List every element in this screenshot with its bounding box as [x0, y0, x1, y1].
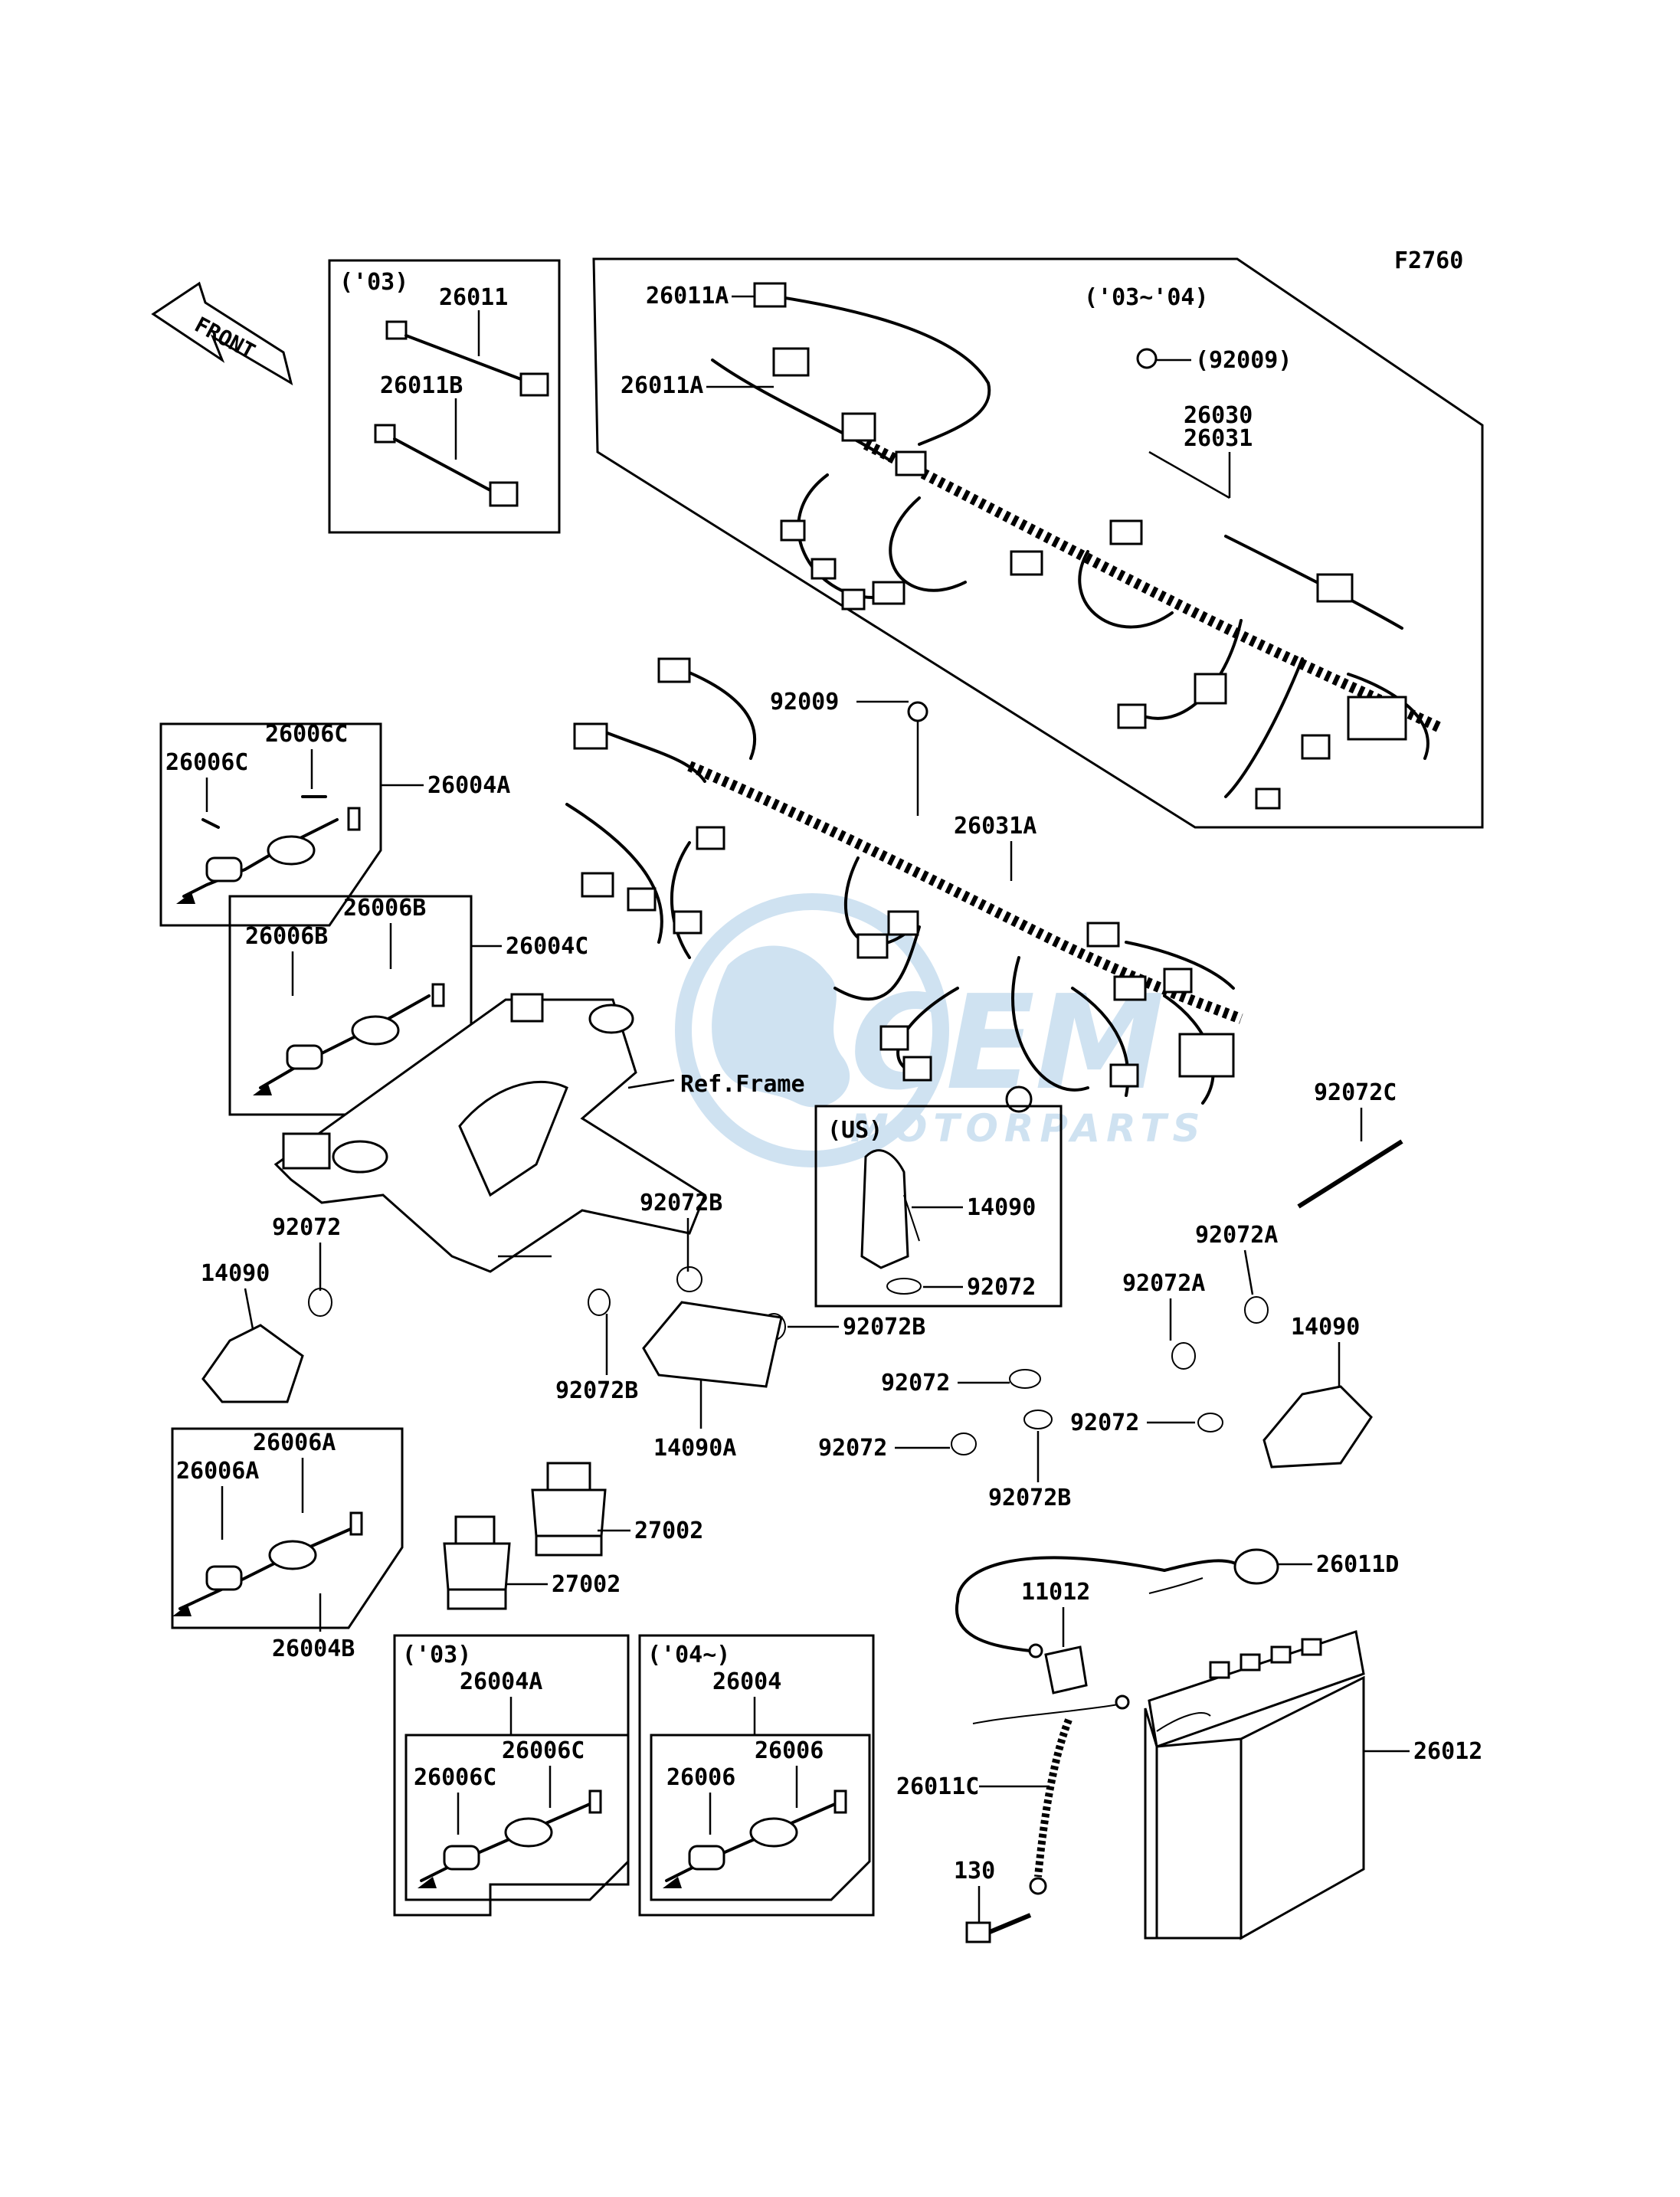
label-92072B-right: 92072B — [843, 1314, 925, 1341]
label-26011: 26011 — [439, 284, 508, 311]
box-03-04: ('03~'04) 26011A 26011A (92009) 26030 26… — [592, 257, 1484, 829]
watermark: CEM MOTORPARTS — [675, 893, 1207, 1167]
label-26011D: 26011D — [1316, 1551, 1399, 1578]
terminal-cover-icon — [1044, 1645, 1088, 1694]
bolt-icon — [965, 1913, 1032, 1943]
label-26004: 26004 — [712, 1668, 781, 1695]
box-26004C: 26006B 26006B 26004C — [228, 895, 588, 1116]
fuse-holder-icon — [253, 983, 445, 1095]
fuse-holder-icon — [418, 1789, 602, 1888]
label-26004A-b: 26004A — [460, 1668, 542, 1695]
switch-icon — [443, 1515, 511, 1610]
box-03-bottom-title: ('03) — [402, 1642, 471, 1668]
label-26006A-2: 26006A — [176, 1458, 259, 1485]
fuse-holder-icon — [663, 1789, 847, 1888]
box-us-title: (US) — [827, 1117, 883, 1144]
ref-frame-label: Ref.Frame — [680, 1071, 805, 1098]
label-26006-2: 26006 — [666, 1764, 735, 1791]
clamp-icon — [1009, 1369, 1041, 1389]
label-14090-us: 14090 — [967, 1194, 1036, 1221]
switch-icon — [531, 1462, 607, 1557]
clamp-icon — [886, 1278, 922, 1295]
label-26006C-2: 26006C — [165, 749, 248, 776]
label-26006C-b2: 26006C — [414, 1764, 496, 1791]
fuse-holder-icon — [172, 1511, 363, 1616]
label-92072B-top: 92072B — [640, 1190, 722, 1216]
label-92072-mid2: 92072 — [1070, 1410, 1139, 1436]
clamp-icon — [1197, 1413, 1223, 1432]
harness-26030-icon — [711, 282, 1443, 810]
wire-26011-icon — [385, 320, 549, 397]
label-130: 130 — [954, 1858, 995, 1884]
box-04-bottom: ('04~) 26004 26006 26006 — [638, 1634, 875, 1917]
label-92072B-bottom: 92072B — [988, 1485, 1071, 1511]
box-26004A: 26006C 26006C 26004A — [159, 721, 510, 927]
label-26004B: 26004B — [272, 1635, 355, 1662]
figure-code: F2760 — [1394, 247, 1463, 274]
clamp-icon — [676, 1266, 702, 1292]
box-us: (US) 14090 92072 — [814, 1105, 1063, 1308]
label-14090-left: 14090 — [201, 1260, 270, 1287]
label-92072-mid1: 92072 — [881, 1370, 950, 1396]
label-92072A-1: 92072A — [1195, 1222, 1278, 1249]
label-11012: 11012 — [1021, 1579, 1090, 1606]
watermark-sub: MOTORPARTS — [850, 1106, 1207, 1151]
fuse-holder-icon — [176, 795, 361, 904]
label-26004C: 26004C — [506, 933, 588, 960]
label-26006B-2: 26006B — [245, 923, 328, 950]
label-92072C: 92072C — [1314, 1079, 1397, 1106]
cover-icon — [201, 1324, 304, 1403]
label-92072-mid3: 92072 — [818, 1435, 887, 1462]
box-26004B: 26006A 26006A 26004B — [171, 1427, 404, 1662]
clamp-icon — [1023, 1410, 1053, 1429]
label-26030: 26030 — [1184, 402, 1253, 429]
label-14090-right: 14090 — [1291, 1314, 1360, 1341]
cable-tie-icon — [1297, 1139, 1403, 1209]
front-arrow-icon: FRONT — [151, 281, 293, 386]
battery-cable-icon — [955, 1548, 1279, 1658]
ground-cable-icon — [972, 1694, 1130, 1895]
box-03-bottom: ('03) 26004A 26006C 26006C — [393, 1634, 630, 1917]
label-26006B-1: 26006B — [343, 895, 426, 922]
box-03-top: ('03) 26011 26011B — [328, 259, 561, 534]
wire-26011B-icon — [374, 424, 519, 507]
label-14090A: 14090A — [653, 1435, 736, 1462]
battery-icon — [1144, 1630, 1365, 1940]
label-26006A-1: 26006A — [253, 1429, 336, 1456]
boot-cover-icon — [860, 1149, 920, 1269]
label-92009: 92009 — [770, 689, 839, 715]
label-26006C-1: 26006C — [265, 721, 348, 748]
label-26004A: 26004A — [427, 772, 510, 799]
label-26006C-b1: 26006C — [502, 1737, 585, 1764]
label-92072B-left: 92072B — [555, 1377, 638, 1404]
label-92072-us: 92072 — [967, 1274, 1036, 1301]
label-27002-1: 27002 — [634, 1518, 703, 1544]
label-26011C: 26011C — [896, 1773, 979, 1800]
label-26031A: 26031A — [954, 813, 1036, 840]
label-92009-paren: (92009) — [1195, 347, 1292, 374]
label-92072A-2: 92072A — [1122, 1270, 1205, 1297]
label-27002-2: 27002 — [552, 1571, 621, 1598]
cover-icon — [1262, 1385, 1373, 1468]
clamp-icon — [1171, 1342, 1196, 1370]
label-26011A-1: 26011A — [646, 283, 729, 309]
label-92072-left: 92072 — [272, 1214, 341, 1241]
clamp-icon — [951, 1432, 977, 1455]
clamp-icon — [588, 1288, 611, 1316]
label-26031: 26031 — [1184, 425, 1253, 452]
label-26006-1: 26006 — [755, 1737, 824, 1764]
box-04-bottom-title: ('04~) — [647, 1642, 730, 1668]
label-26012: 26012 — [1413, 1738, 1482, 1765]
box-03-top-title: ('03) — [339, 269, 408, 296]
label-26011A-2: 26011A — [621, 372, 703, 399]
cover-14090A-icon — [642, 1301, 783, 1388]
label-26011B: 26011B — [380, 372, 463, 399]
clamp-icon — [308, 1288, 332, 1317]
box-03-04-title: ('03~'04) — [1084, 284, 1209, 311]
frame-icon — [273, 993, 706, 1273]
clamp-icon — [1244, 1296, 1269, 1324]
